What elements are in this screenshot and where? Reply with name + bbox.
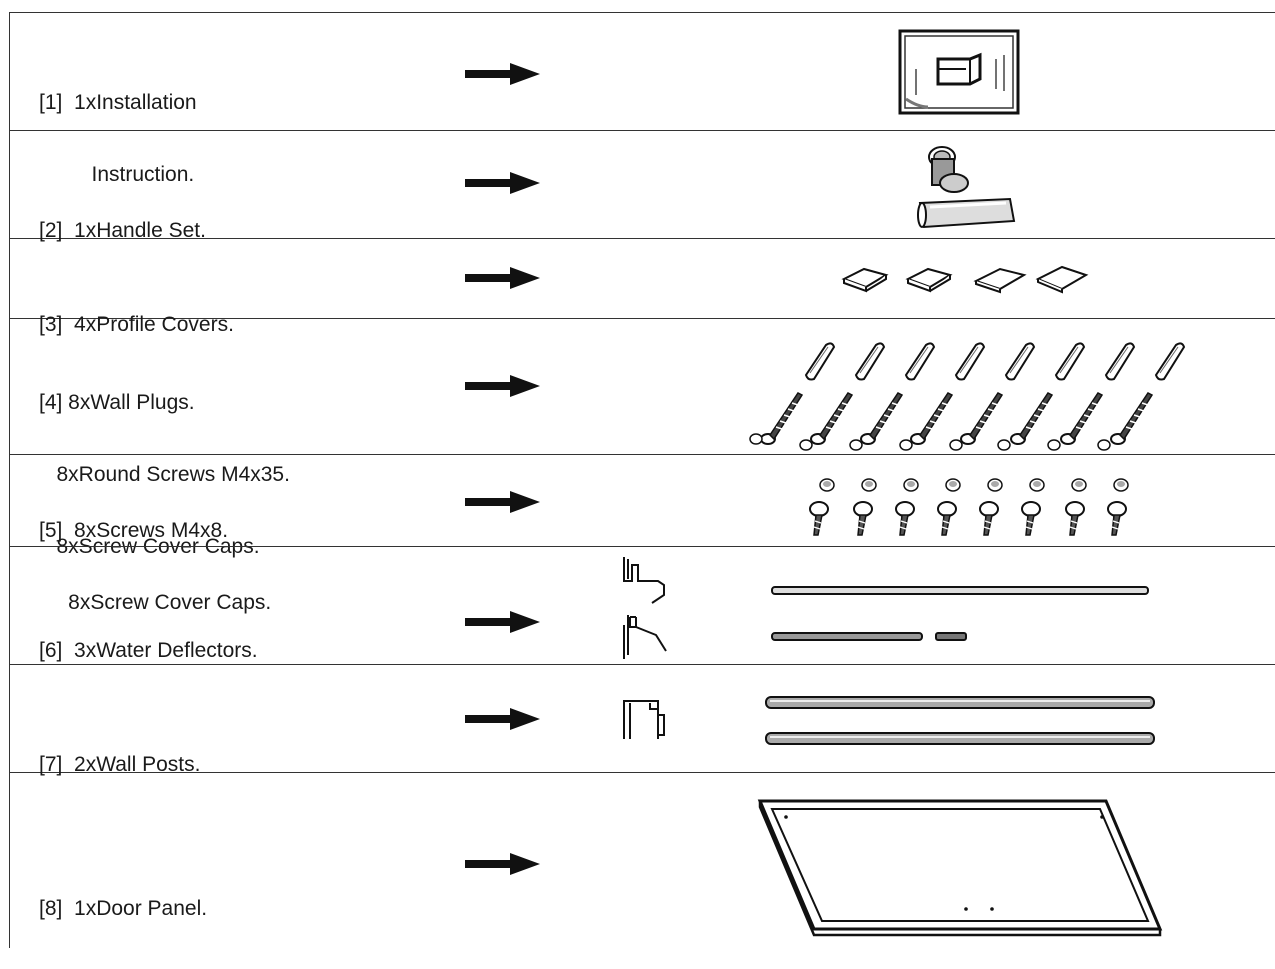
right-arrow-icon: [465, 611, 540, 633]
part-label-line: 8xScrew Cover Caps.: [39, 591, 272, 614]
part-label-line: [1] 1xInstallation: [39, 91, 197, 114]
instruction-booklet-icon: [898, 29, 1020, 115]
right-arrow-icon: [465, 375, 540, 397]
profile-covers-icon: [841, 265, 1089, 294]
part-label-line: Instruction.: [39, 163, 195, 186]
part-label: [3] 4xProfile Covers.: [39, 265, 234, 385]
wall-posts-bars-icon: [765, 696, 1155, 745]
part-row-door-panel: [8] 1xDoor Panel.: [10, 773, 1275, 949]
part-row-handle-set: [2] 1xHandle Set.: [10, 131, 1275, 242]
part-row-wall-plugs-screws: [4] 8xWall Plugs. 8xRound Screws M4x35. …: [10, 319, 1275, 558]
parts-list-table: [1] 1xInstallation Instruction. [2] 1xHa…: [9, 12, 1275, 948]
wall-post-profile-icon: [623, 700, 665, 739]
part-row-screws-m4x8: [5] 8xScrews M4x8. 8xScrew Cover Caps.: [10, 455, 1275, 614]
small-screws-icon: [809, 478, 1129, 536]
part-label-line: [3] 4xProfile Covers.: [39, 313, 234, 336]
right-arrow-icon: [465, 708, 540, 730]
right-arrow-icon: [465, 172, 540, 194]
wall-plugs-and-screws-icon: [749, 342, 1185, 451]
door-panel-icon: [757, 799, 1163, 937]
right-arrow-icon: [465, 853, 540, 875]
right-arrow-icon: [465, 491, 540, 513]
part-label: [7] 2xWall Posts.: [39, 705, 200, 825]
part-label-line: 8xRound Screws M4x35.: [39, 463, 290, 486]
part-label: [8] 1xDoor Panel.: [39, 849, 207, 969]
handle-set-icon: [917, 146, 1016, 229]
part-label-line: [6] 3xWater Deflectors.: [39, 639, 258, 662]
part-label-line: [2] 1xHandle Set.: [39, 219, 206, 242]
part-label: [6] 3xWater Deflectors.: [39, 591, 258, 711]
part-label-line: [8] 1xDoor Panel.: [39, 897, 208, 920]
water-deflector-bars-icon: [771, 586, 1149, 641]
part-label: [5] 8xScrews M4x8. 8xScrew Cover Caps.: [39, 471, 271, 663]
deflector-profile-icon: [623, 557, 667, 659]
right-arrow-icon: [465, 267, 540, 289]
part-label-line: [7] 2xWall Posts.: [39, 753, 201, 776]
part-label: [1] 1xInstallation Instruction.: [39, 43, 197, 235]
part-label-line: [4] 8xWall Plugs.: [39, 391, 195, 414]
part-row-profile-covers: [3] 4xProfile Covers.: [10, 239, 1275, 336]
right-arrow-icon: [465, 63, 540, 85]
part-row-wall-posts: [7] 2xWall Posts.: [10, 665, 1275, 776]
part-label-line: [5] 8xScrews M4x8.: [39, 519, 229, 542]
part-label: [2] 1xHandle Set.: [39, 171, 206, 291]
part-row-installation-instruction: [1] 1xInstallation Instruction.: [10, 13, 1275, 186]
part-row-water-deflectors: [6] 3xWater Deflectors.: [10, 547, 1275, 665]
